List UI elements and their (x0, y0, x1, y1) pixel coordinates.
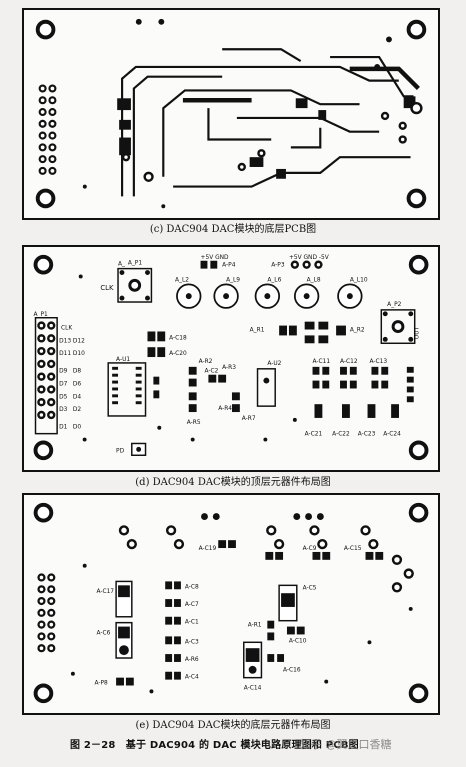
label-r2-out: A_R2 (350, 327, 365, 333)
pin-label-d3: D3 (59, 407, 68, 413)
pin-label-d4: D4 (73, 394, 82, 400)
label-r-2: A-R2 (199, 359, 213, 365)
label-c21: A-C21 (305, 432, 323, 438)
label-c2: A-C2 (204, 369, 218, 375)
pin-label-clk: CLK (61, 326, 72, 332)
pin-label-d0: D0 (73, 425, 82, 431)
label-c24: A-C24 (383, 432, 401, 438)
label-r7: A-R7 (242, 416, 256, 422)
label-c4: A-C4 (185, 675, 199, 681)
top-layout-drawing: A_P1 CLK D13 D12 D11 D10 D9 D8 D7 D6 D5 … (33, 255, 429, 461)
pin-label-d12: D12 (73, 338, 85, 344)
label-r1: A_R1 (250, 327, 265, 333)
pin-label-d9: D9 (59, 369, 68, 375)
label-c19: A-C19 (199, 546, 217, 552)
label-c11: A-C11 (313, 359, 331, 365)
label-c6: A-C6 (96, 630, 110, 636)
label-c22: A-C22 (332, 432, 350, 438)
panel-c-caption: (c) DAC904 DAC模块的底层PCB图 (149, 224, 317, 235)
label-r4: A-R4 (218, 406, 232, 412)
label-clk: CLK (100, 284, 114, 292)
label-r5: A-R5 (187, 420, 201, 426)
label-r1-bottom: A-R1 (248, 623, 262, 629)
pin-label-d6: D6 (73, 382, 82, 388)
label-p2: A_P2 (387, 302, 401, 308)
label-c9: A-C9 (303, 546, 317, 552)
pin-label-d1: D1 (59, 425, 68, 431)
label-l6: A_L6 (267, 277, 281, 283)
label-c18: A-C18 (169, 335, 187, 341)
panel-d-caption: (d) DAC904 DAC模块的顶层元器件布局图 (135, 477, 331, 488)
label-l10: A_L10 (350, 277, 368, 283)
label-u2: A-U2 (267, 361, 281, 367)
label-c5: A-C5 (303, 585, 317, 591)
bottom-pcb-drawing (35, 18, 427, 209)
bottom-pcb-panel (22, 8, 440, 220)
label-l2: A_L2 (175, 277, 189, 283)
label-out: OUT (415, 326, 421, 339)
pin-label-d10: D10 (73, 351, 85, 357)
label-p8: A-P8 (95, 681, 109, 687)
pin-label-d2: D2 (73, 407, 82, 413)
pin-label-d5: D5 (59, 394, 68, 400)
top-layout-panel: A_P1 CLK D13 D12 D11 D10 D9 D8 D7 D6 D5 … (22, 245, 440, 472)
pin-label-d13: D13 (59, 338, 71, 344)
label-p1: A_P1 (34, 312, 48, 318)
label-c12: A-C12 (340, 359, 358, 365)
label-r6: A-R6 (185, 657, 199, 663)
label-l8: A_L8 (307, 277, 321, 283)
label-c1: A-C1 (185, 620, 199, 626)
label-power-left: +5V GND (201, 255, 229, 261)
label-r3: A-R3 (222, 365, 236, 371)
label-c3: A-C3 (185, 639, 199, 645)
label-c8: A-C8 (185, 584, 199, 590)
label-c20: A-C20 (169, 351, 187, 357)
label-l9: A_L9 (226, 277, 240, 283)
label-c10: A-C10 (289, 638, 307, 644)
label-c16: A-C16 (283, 668, 301, 674)
label-c15: A-C15 (344, 546, 362, 552)
figure-caption: 图 2－28 基于 DAC904 的 DAC 模块电路原理图和 PCB图 (70, 740, 359, 751)
label-power-right: +5V GND -5V (289, 255, 329, 261)
label-c7: A-C7 (185, 602, 199, 608)
label-c17: A-C17 (96, 589, 114, 595)
panel-e-caption: (e) DAC904 DAC模块的底层元器件布局图 (135, 720, 331, 731)
label-u1: A-U1 (116, 357, 130, 363)
bottom-layout-drawing: A-C19 A-C9 A-C15 A-C17 A-C6 A-C8 A-C7 A-… (33, 502, 429, 704)
label-p4: A-P4 (222, 263, 236, 269)
bottom-layout-panel: A-C19 A-C9 A-C15 A-C17 A-C6 A-C8 A-C7 A-… (22, 493, 440, 715)
label-clk-connector: A_ (118, 262, 125, 268)
label-p1-clk-designator: A_P1 (128, 261, 142, 267)
label-pd: PD (116, 448, 125, 454)
label-c13: A-C13 (370, 359, 388, 365)
pin-label-d7: D7 (59, 382, 68, 388)
label-c14: A-C14 (244, 685, 262, 691)
label-c23: A-C23 (358, 432, 376, 438)
pin-label-d11: D11 (59, 351, 71, 357)
pin-label-d8: D8 (73, 369, 82, 375)
label-p3: A-P3 (271, 263, 285, 269)
watermark: 知乎 @翼之口香糖 (300, 738, 392, 751)
